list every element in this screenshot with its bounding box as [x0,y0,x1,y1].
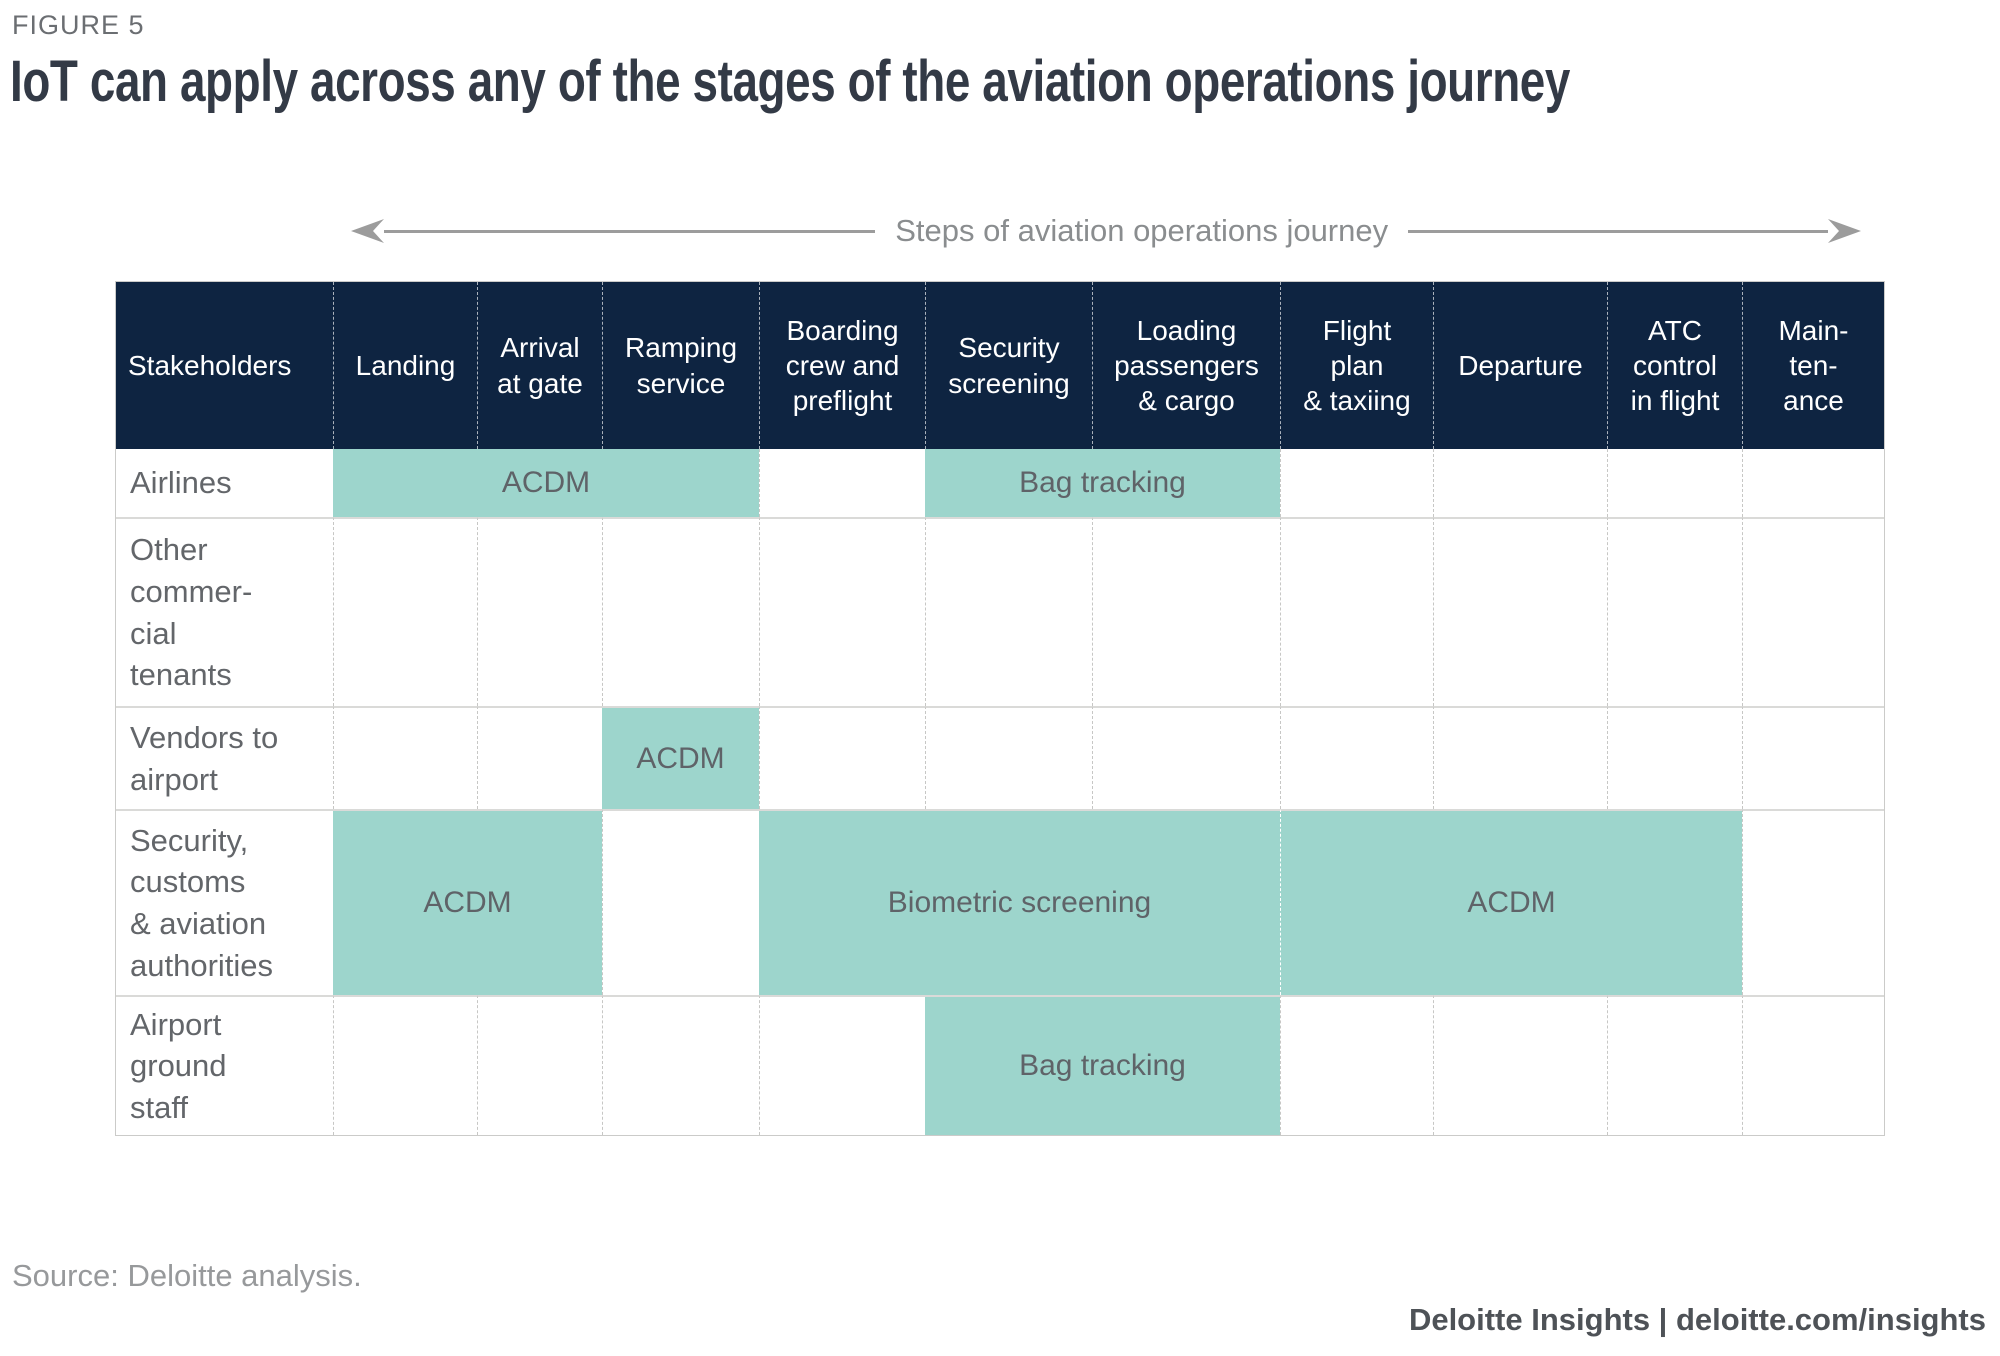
highlight-cell-acdm: ACDM [333,809,602,995]
table-cell [1433,995,1607,1135]
highlight-cell-acdm: ACDM [1280,809,1742,995]
row-label-security-customs-aviation: Security, customs & aviation authorities [116,809,333,995]
table-cell [1280,517,1433,706]
header-cell-atc-control: ATC control in flight [1607,282,1742,449]
table-cell [333,706,477,809]
table-cell [1433,517,1607,706]
right-arrow-icon [1828,219,1861,243]
table-cell [1092,517,1280,706]
highlight-cell-bag-tracking: Bag tracking [925,995,1280,1135]
table-cell [1742,995,1884,1135]
source-note: Source: Deloitte analysis. [12,1258,362,1293]
row-label-airport-ground-staff: Airport ground staff [116,995,333,1135]
table-cell [1742,517,1884,706]
header-cell-boarding-crew: Boarding crew and preflight [759,282,925,449]
row-label-airlines: Airlines [116,449,333,517]
stakeholders-table: Stakeholders Landing Arrival at gate Ram… [115,281,1885,1136]
header-cell-security-screening: Security screening [925,282,1092,449]
journey-axis: Steps of aviation operations journey [348,205,1864,257]
table-cell [602,517,759,706]
header-cell-flight-plan: Flight plan & taxiing [1280,282,1433,449]
header-cell-maintenance: Main- ten- ance [1742,282,1884,449]
table-cell [759,706,925,809]
highlight-cell-bag-tracking: Bag tracking [925,449,1280,517]
table-cell [1742,809,1884,995]
highlight-cell-acdm: ACDM [333,449,759,517]
table-cell [333,995,477,1135]
table-cell [1280,449,1433,517]
figure-title: IoT can apply across any of the stages o… [10,48,1985,118]
table-cell [925,517,1092,706]
table-cell [925,706,1092,809]
table-cell [1607,517,1742,706]
table-cell [477,706,602,809]
table-cell [1607,706,1742,809]
row-label-vendors-to-airport: Vendors to airport [116,706,333,809]
row-label-other-commercial-tenants: Other commer- cial tenants [116,517,333,706]
table-cell [602,995,759,1135]
header-cell-ramping-service: Ramping service [602,282,759,449]
highlight-cell-acdm: ACDM [602,706,759,809]
table-cell [1742,706,1884,809]
header-cell-stakeholders: Stakeholders [116,282,333,449]
table-cell [333,517,477,706]
table-cell [1280,995,1433,1135]
header-cell-loading-passengers: Loading passengers & cargo [1092,282,1280,449]
highlight-cell-biometric-screening: Biometric screening [759,809,1280,995]
figure-label: FIGURE 5 [12,10,145,40]
table-cell [1280,706,1433,809]
header-cell-landing: Landing [333,282,477,449]
deloitte-insights-footer: Deloitte Insights | deloitte.com/insight… [1408,1302,1986,1337]
axis-line-right [1408,229,1828,233]
header-cell-arrival-at-gate: Arrival at gate [477,282,602,449]
figure-title-text: IoT can apply across any of the stages o… [10,49,1570,114]
table-cell [759,517,925,706]
table-cell [1092,706,1280,809]
table-cell [477,995,602,1135]
table-cell [1433,706,1607,809]
header-cell-departure: Departure [1433,282,1607,449]
table-cell [1607,449,1742,517]
table-cell [759,995,925,1135]
axis-line-left [384,229,876,233]
left-arrow-icon [351,219,384,243]
journey-axis-label: Steps of aviation operations journey [895,213,1389,248]
table-cell [477,517,602,706]
table-cell [1433,449,1607,517]
table-cell [1607,995,1742,1135]
table-cell [602,809,759,995]
table-cell [1742,449,1884,517]
table-cell [759,449,925,517]
